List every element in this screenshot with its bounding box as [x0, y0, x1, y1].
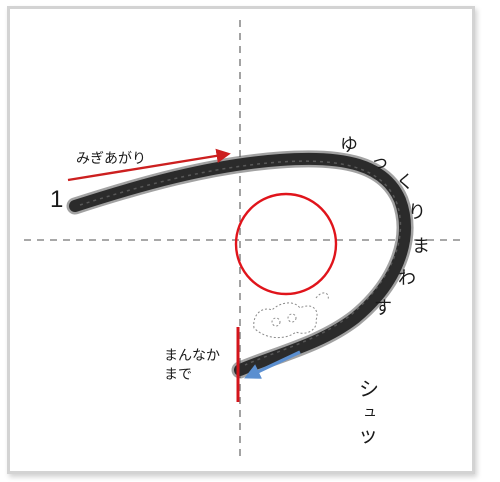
release-char: シ [359, 377, 379, 401]
slow-turn-char: す [374, 298, 392, 319]
release-char: ュ [363, 404, 377, 420]
center-label-line: まんなか [164, 348, 220, 364]
slow-turn-char: わ [398, 268, 416, 289]
release-char: ッ [358, 423, 378, 447]
center-label-line: まで [164, 367, 192, 383]
end-direction-arrow [244, 350, 301, 379]
slow-turn-char: ま [412, 236, 430, 257]
slow-turn-char: り [408, 202, 426, 223]
slow-turn-char: く [396, 172, 414, 193]
slow-turn-char: っ [371, 152, 389, 173]
rising-direction-arrow [67, 148, 231, 182]
center-circle-marker [234, 192, 338, 296]
stroke-number: 1 [50, 186, 64, 213]
slow-turn-char: ゆ [340, 135, 358, 156]
cartoon-character-sketch [253, 292, 329, 338]
brush-stroke [66, 150, 414, 379]
rising-label: みぎあがり [76, 151, 146, 167]
